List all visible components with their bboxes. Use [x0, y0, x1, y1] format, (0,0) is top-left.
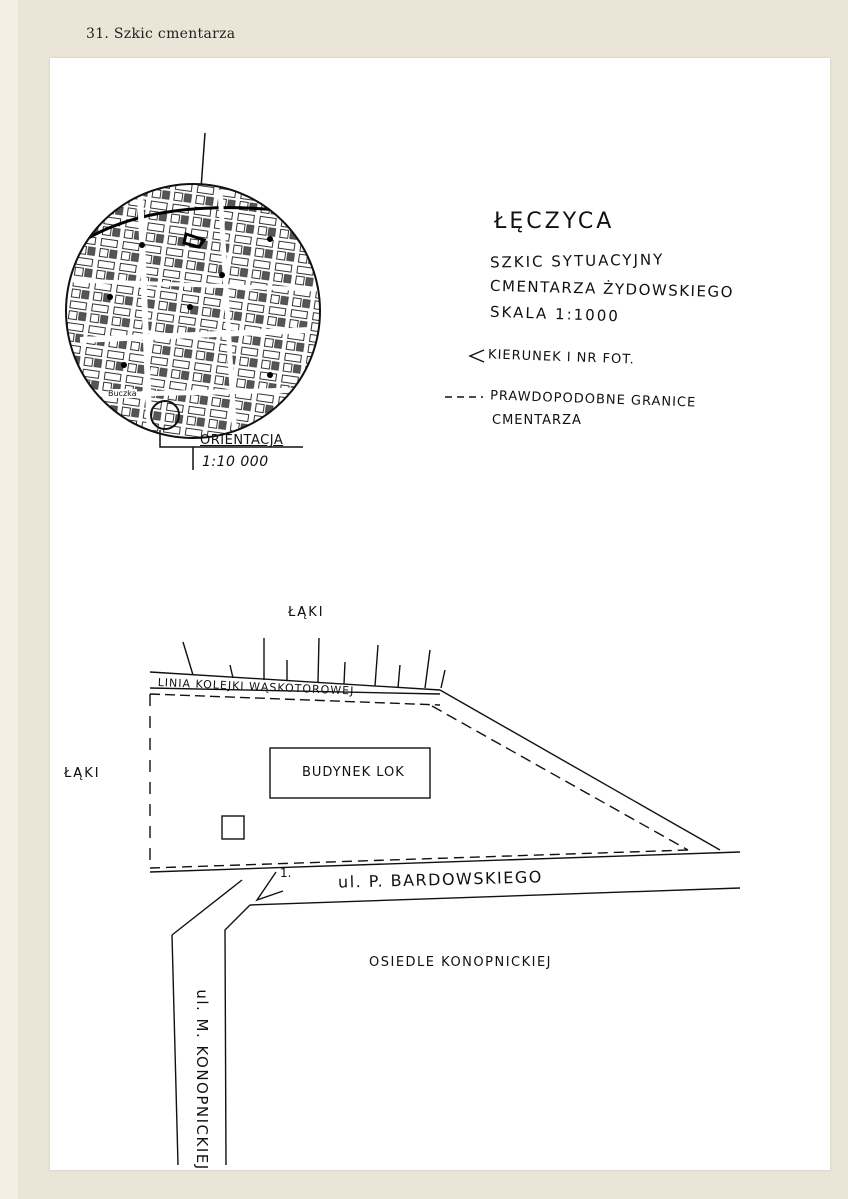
legend-boundary-line2: CMENTARZA — [492, 413, 582, 428]
west-meadows-label: ŁĄKI — [64, 766, 101, 781]
photo-marker-number: 1. — [280, 866, 292, 880]
street-konopnickiej-label: ul. M. KONOPNICKIEJ — [193, 989, 211, 1171]
page-edge — [0, 0, 18, 1199]
orientation-place-label: Buczka — [108, 389, 137, 398]
north-meadows-label: ŁĄKI — [288, 605, 325, 620]
legend-symbols — [445, 349, 485, 398]
building-lok — [269, 747, 431, 799]
orientation-map — [65, 132, 321, 470]
orientation-label: ORIENTACJA — [200, 433, 284, 448]
small-structure — [221, 815, 245, 840]
orientation-scale: 1:10 000 — [202, 454, 269, 470]
title-line-1: SZKIC SYTUACYJNY — [489, 250, 665, 272]
building-label: BUDYNEK LOK — [302, 765, 405, 780]
housing-estate-label: OSIEDLE KONOPNICKIEJ — [369, 955, 553, 970]
site-plan — [149, 637, 741, 1166]
photo-direction-marker — [255, 871, 284, 902]
cemetery-marker — [182, 232, 207, 249]
direction-arrow-icon — [468, 349, 485, 363]
town-name: ŁĘCZYCA — [494, 209, 615, 234]
page-title: 31. Szkic cmentarza — [86, 26, 236, 42]
